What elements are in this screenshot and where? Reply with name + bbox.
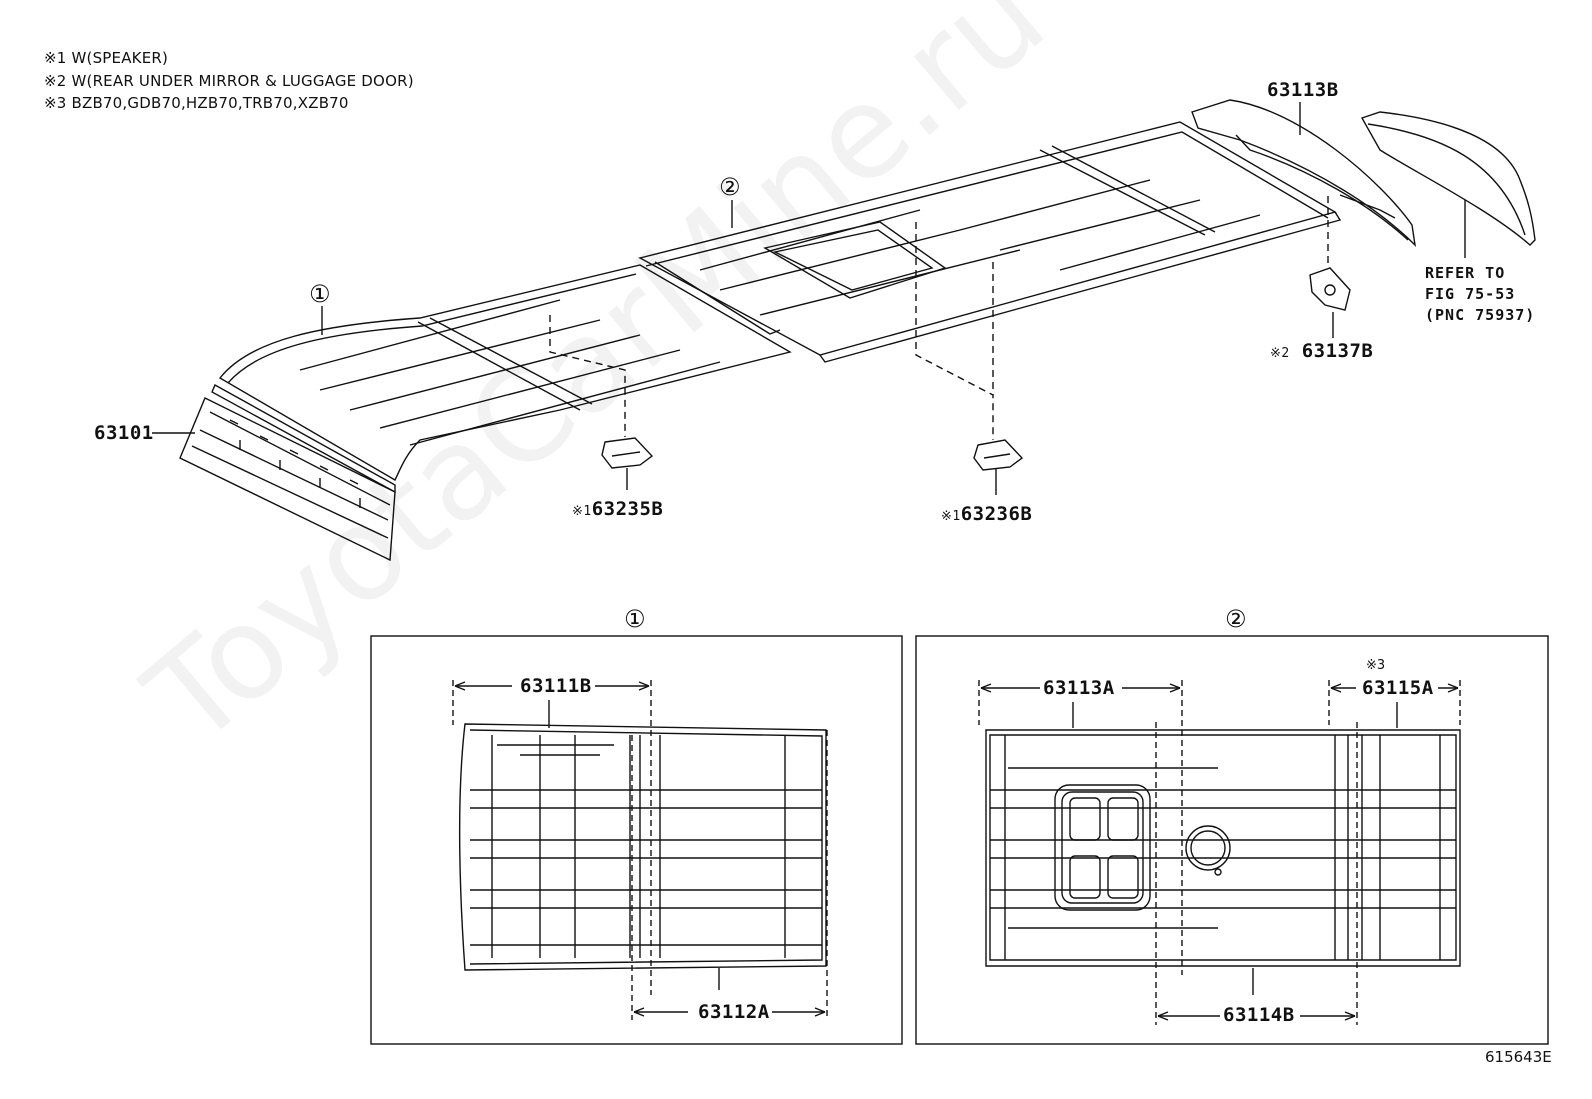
part-63112A: 63112A: [698, 1001, 770, 1023]
detail-1-label: ①: [624, 605, 646, 633]
note-1: ※1 W(SPEAKER): [44, 49, 169, 67]
part-63111B: 63111B: [520, 675, 592, 697]
bracket-63235B: [601, 437, 654, 469]
detail-roof-2: [985, 729, 1461, 967]
refer-note: REFER TO FIG 75-53 (PNC 75937): [1425, 263, 1535, 326]
detail-2-dimensions: [980, 683, 1459, 1021]
part-63113B: 63113B: [1267, 79, 1339, 101]
part-63235B: ※163235B: [572, 498, 664, 520]
detail-roof-1: [458, 723, 827, 971]
rear-spoiler: [1360, 111, 1536, 246]
note-mark-3: ※3: [1366, 658, 1386, 673]
part-63114B: 63114B: [1223, 1004, 1295, 1026]
refer-line-3: (PNC 75937): [1425, 306, 1536, 324]
callout-1: ①: [309, 280, 331, 308]
note-mark: ※2: [1270, 346, 1290, 361]
roof-header-panel: [179, 397, 396, 562]
part-63115A: 63115A: [1362, 677, 1434, 699]
part-63236B: ※163236B: [941, 503, 1033, 525]
note-mark: ※1: [572, 504, 592, 519]
figure-code: 615643E: [1485, 1048, 1552, 1066]
refer-line-2: FIG 75-53: [1425, 285, 1516, 303]
leader-lines: [152, 102, 1466, 495]
refer-line-1: REFER TO: [1425, 264, 1506, 282]
note-mark: ※1: [941, 509, 961, 524]
bracket-63137B: [1309, 267, 1351, 311]
callout-2: ②: [719, 173, 741, 201]
roof-rear-end-part: [1191, 99, 1417, 247]
note-2: ※2 W(REAR UNDER MIRROR & LUGGAGE DOOR): [44, 72, 414, 90]
location-lines: [549, 196, 1329, 440]
detail-frame-1: [370, 635, 903, 1045]
detail-2-label: ②: [1225, 605, 1247, 633]
detail-1-dashes: [452, 680, 828, 1020]
detail-frame-2: [915, 635, 1549, 1045]
part-63137B: ※2 63137B: [1270, 340, 1374, 362]
part-63101: 63101: [94, 422, 154, 444]
bracket-63236B: [973, 439, 1024, 471]
roof-panel-rear: [638, 121, 1342, 363]
note-3: ※3 BZB70,GDB70,HZB70,TRB70,XZB70: [44, 94, 349, 112]
detail-1-dimensions: [454, 681, 826, 1017]
detail-2-dashes: [978, 680, 1461, 1025]
part-63113A: 63113A: [1043, 677, 1115, 699]
